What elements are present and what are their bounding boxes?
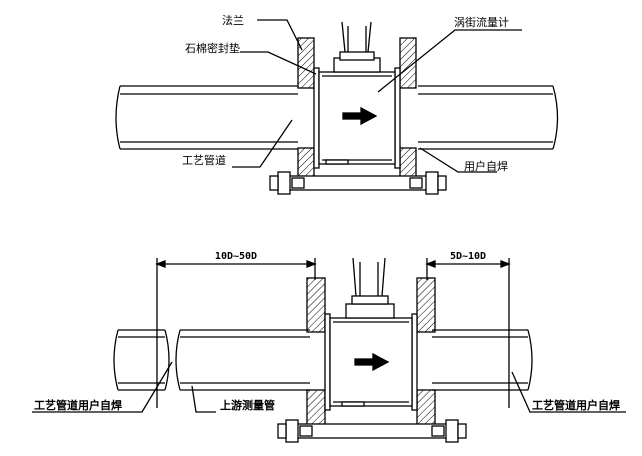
dim-upstream-text: 10D~50D — [215, 251, 257, 262]
bottom-upstream-pipe — [175, 329, 310, 391]
leader-right-weld — [511, 371, 626, 413]
top-right-pipe — [418, 85, 559, 150]
top-flow-arrow — [342, 106, 378, 126]
label-flowmeter: 涡街流量计 — [454, 15, 509, 29]
top-right-flange-upper — [399, 37, 417, 89]
top-assembly — [115, 19, 559, 195]
dim-downstream-text: 5D~10D — [450, 251, 486, 262]
label-right-weld: 工艺管道用户自焊 — [532, 398, 620, 412]
bottom-right-flange-upper — [416, 277, 436, 333]
leader-gasket — [240, 51, 317, 75]
label-process-pipe: 工艺管道 — [182, 153, 226, 167]
top-bolt — [269, 171, 447, 195]
dim-downstream — [425, 258, 511, 408]
bottom-far-left-pipe — [113, 329, 170, 391]
top-left-pipe — [115, 85, 298, 150]
label-left-weld: 工艺管道用户自焊 — [34, 398, 122, 412]
label-upstream-pipe: 上游测量管 — [220, 398, 275, 412]
top-left-flange-upper — [297, 37, 315, 89]
leader-upstream-pipe — [191, 385, 216, 413]
top-right-gasket — [394, 67, 401, 169]
leader-weld — [419, 147, 497, 173]
leader-left-weld — [32, 361, 173, 413]
dim-upstream — [155, 258, 317, 408]
top-left-gasket — [313, 67, 320, 169]
bottom-assembly — [32, 257, 626, 443]
bottom-left-flange-upper — [306, 277, 326, 333]
label-flange: 法兰 — [222, 13, 244, 27]
bottom-downstream-pipe — [432, 329, 533, 391]
label-gasket: 石棉密封垫 — [185, 41, 240, 55]
bottom-bolt — [277, 419, 467, 443]
leader-flange — [257, 19, 303, 51]
label-weld: 用户自焊 — [464, 159, 508, 173]
leader-process-pipe — [232, 119, 293, 168]
leader-flowmeter — [377, 29, 522, 93]
bottom-flow-arrow — [354, 352, 390, 372]
